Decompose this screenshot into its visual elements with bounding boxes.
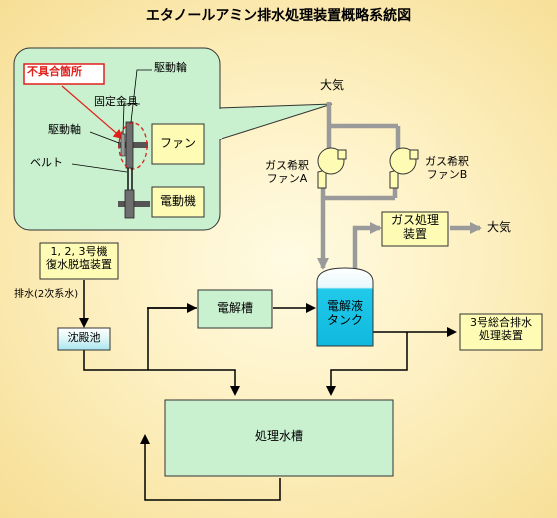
- electrolysis-label: 電解槽: [216, 301, 253, 315]
- gas-treatment-label: ガス処理 装置: [390, 213, 439, 241]
- fan-b-label: ガス希釈 ファンB: [425, 155, 469, 181]
- defect-label: 不具合箇所: [27, 65, 82, 78]
- electrolyte-tank: [316, 267, 374, 347]
- pipe-tank-to-treatment: [326, 332, 408, 396]
- gas-piping: [317, 102, 482, 270]
- settling-pond-label: 沈殿池: [67, 331, 101, 344]
- leader-drive-wheel: [130, 69, 152, 123]
- unit3-label: 3号総合排水 処理装置: [470, 316, 532, 342]
- fixing-bracket-label: 固定金具: [94, 95, 138, 108]
- desalination-box: [39, 242, 119, 280]
- fan-label: ファン: [159, 136, 196, 150]
- leader-bracket: [122, 103, 140, 135]
- desalination-label: 1, 2, 3号機 復水脱塩装置: [46, 245, 112, 271]
- fan-box: [151, 123, 205, 165]
- belt-label: ベルト: [30, 156, 63, 169]
- pipe-to-electrolysis: [147, 307, 197, 370]
- motor-box: [151, 186, 205, 218]
- atmosphere-top-label: 大気: [320, 78, 345, 92]
- page-title: エタノールアミン排水処理装置概略系統図: [145, 8, 412, 24]
- settling-pond-box: [57, 327, 111, 351]
- drive-wheel-label: 駆動輪: [154, 61, 187, 74]
- inset-panel: [13, 47, 333, 231]
- fixing-bracket: [120, 133, 126, 157]
- defect-ellipse: [118, 122, 148, 170]
- leader-drive-shaft: [89, 131, 120, 144]
- drain-label: 排水(2次系水): [14, 289, 79, 300]
- unit3-box: [459, 313, 543, 351]
- fan-a-label: ガス希釈 ファンA: [265, 159, 309, 185]
- leader-belt: [71, 163, 128, 173]
- callout-pointer: [217, 103, 333, 141]
- electrolyte-tank-label: 電解液 タンク: [326, 299, 363, 327]
- fan-a: [317, 147, 347, 189]
- drive-wheel: [125, 121, 134, 169]
- motor-wheel: [124, 189, 135, 219]
- callout-join: [219, 109, 222, 139]
- drive-shaft-label: 駆動軸: [48, 123, 81, 136]
- defect-arrow: [61, 85, 124, 140]
- treatment-tank-label: 処理水槽: [254, 429, 303, 443]
- gas-treatment-box: [381, 211, 449, 247]
- electrolysis-box: [197, 289, 273, 329]
- pipe-pond-to-tank: [83, 348, 240, 396]
- liquid-piping: [79, 280, 457, 501]
- fan-b: [389, 147, 419, 189]
- pipe-recirculation: [140, 434, 281, 501]
- motor-label: 電動機: [159, 194, 196, 208]
- atmosphere-right-label: 大気: [487, 220, 512, 234]
- pipe-tank-to-gas: [352, 222, 382, 270]
- defect-label-frame: [23, 63, 105, 85]
- treatment-tank-box: [164, 399, 394, 477]
